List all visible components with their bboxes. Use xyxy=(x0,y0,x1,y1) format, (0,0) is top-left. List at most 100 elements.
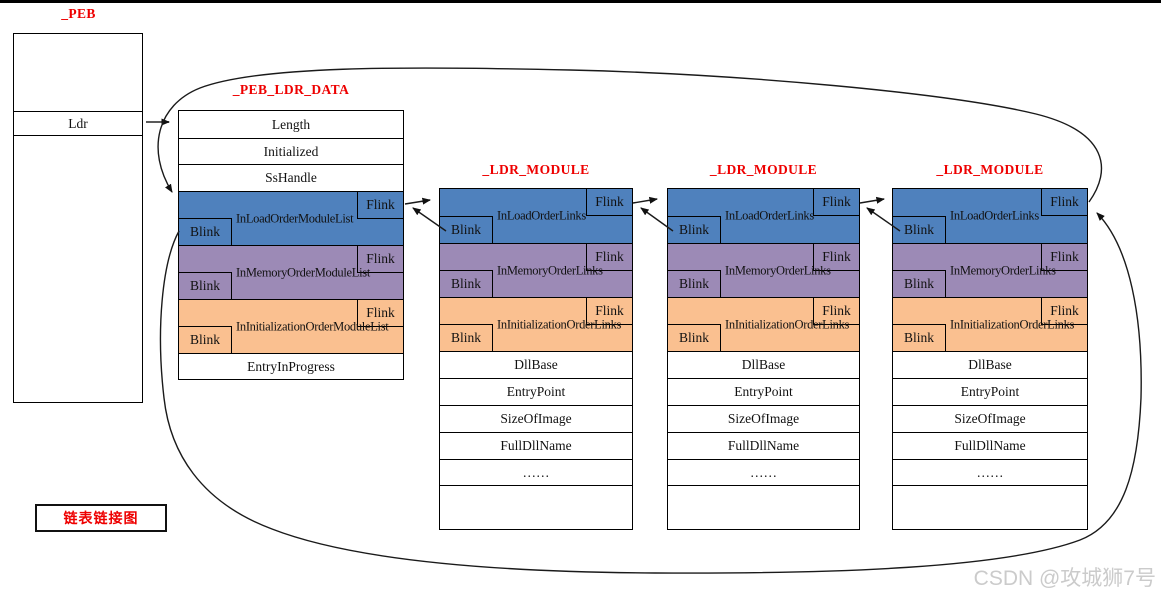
blink-cell: Blink xyxy=(440,270,493,297)
blink-label: Blink xyxy=(903,330,934,345)
section-label: InMemoryOrderLinks xyxy=(950,263,1056,277)
blink-label: Blink xyxy=(678,330,709,345)
field-label: …… xyxy=(750,464,777,480)
field-row-initialized: Initialized xyxy=(179,138,403,164)
in-initialization-order-links-section: Flink Blink InInitializationOrderLinks xyxy=(668,297,859,351)
section-label: InInitializationOrderLinks xyxy=(725,317,850,331)
field-row-entrypoint: EntryPoint xyxy=(440,378,632,405)
blink-cell: Blink xyxy=(440,216,493,243)
in-memory-order-links-section: Flink Blink InMemoryOrderLinks xyxy=(893,243,1087,297)
field-row-empty xyxy=(668,485,859,529)
field-row-empty xyxy=(893,485,1087,529)
head-flink-to-module1-arrow xyxy=(404,197,431,205)
field-row-entryinprogress: EntryInProgress xyxy=(179,353,403,379)
blink-label: Blink xyxy=(450,330,481,345)
field-label: EntryInProgress xyxy=(247,358,335,374)
field-row-fulldllname: FullDllName xyxy=(893,432,1087,459)
section-label: InMemoryOrderLinks xyxy=(497,263,603,277)
field-row-sizeofimage: SizeOfImage xyxy=(668,405,859,432)
in-initialization-order-links-section: Flink Blink InInitializationOrderLinks xyxy=(440,297,632,351)
ldr-module-2-title: _LDR_MODULE xyxy=(709,162,818,177)
blink-cell: Blink xyxy=(893,216,946,243)
field-label: EntryPoint xyxy=(506,384,566,399)
in-load-order-links-section: Flink Blink InLoadOrderLinks xyxy=(668,189,859,243)
watermark: CSDN @攻城狮7号 xyxy=(973,567,1156,590)
field-label: FullDllName xyxy=(954,438,1026,453)
ldr-module-1-struct: Flink Blink InLoadOrderLinks Flink Blink… xyxy=(439,188,633,530)
blink-cell: Blink xyxy=(668,324,721,351)
blink-label: Blink xyxy=(450,276,481,291)
field-row-sizeofimage: SizeOfImage xyxy=(893,405,1087,432)
field-label: DllBase xyxy=(741,357,786,372)
blink-label: Blink xyxy=(903,222,934,237)
section-label: InLoadOrderLinks xyxy=(725,208,814,223)
blink-cell: Blink xyxy=(179,272,232,299)
field-label: Length xyxy=(271,116,311,132)
field-label: DllBase xyxy=(968,357,1012,372)
field-row-dllbase: DllBase xyxy=(668,351,859,378)
peb-ldr-field-label: Ldr xyxy=(68,115,88,131)
flink-cell: Flink xyxy=(357,192,403,219)
blink-cell: Blink xyxy=(893,324,946,351)
blink-cell: Blink xyxy=(179,326,232,353)
section-label: InLoadOrderLinks xyxy=(497,208,586,223)
field-label: FullDllName xyxy=(500,438,572,453)
field-label: …… xyxy=(522,464,550,480)
ldr-module-1-title: _LDR_MODULE xyxy=(482,162,590,177)
in-load-order-module-list-section: Flink Blink InLoadOrderModuleList xyxy=(179,191,403,245)
field-label: EntryPoint xyxy=(960,384,1020,399)
blink-label: Blink xyxy=(678,222,709,237)
section-label: InLoadOrderLinks xyxy=(950,208,1039,223)
peb-ldr-field: Ldr xyxy=(14,111,142,136)
section-label: InInitializationOrderModuleList xyxy=(236,319,389,333)
section-label: InInitializationOrderLinks xyxy=(950,317,1075,331)
ldr-module-3-title: _LDR_MODULE xyxy=(936,162,1044,177)
field-row-empty xyxy=(440,485,632,529)
field-row-length: Length xyxy=(179,111,403,138)
field-label: EntryPoint xyxy=(734,384,793,399)
peb-struct: Ldr xyxy=(13,33,143,403)
module2-flink-to-module3-arrow xyxy=(859,196,885,204)
in-initialization-order-links-section: Flink Blink InInitializationOrderLinks xyxy=(893,297,1087,351)
in-load-order-links-section: Flink Blink InLoadOrderLinks xyxy=(440,189,632,243)
flink-label: Flink xyxy=(366,197,395,212)
peb-ldr-data-struct: Length Initialized SsHandle Flink Blink … xyxy=(178,110,404,380)
in-initialization-order-module-list-section: Flink Blink InInitializationOrderModuleL… xyxy=(179,299,403,353)
section-label: InMemoryOrderModuleList xyxy=(236,265,371,279)
ldr-module-2-struct: Flink Blink InLoadOrderLinks Flink Blink… xyxy=(667,188,860,530)
blink-label: Blink xyxy=(189,224,220,239)
blink-cell: Blink xyxy=(668,216,721,243)
ldr-module-3-struct: Flink Blink InLoadOrderLinks Flink Blink… xyxy=(892,188,1088,530)
field-row-dllbase: DllBase xyxy=(440,351,632,378)
flink-label: Flink xyxy=(1050,194,1079,209)
field-row-ellipsis: …… xyxy=(668,459,859,485)
blink-label: Blink xyxy=(189,278,220,293)
peb-ldr-data-title: _PEB_LDR_DATA xyxy=(232,82,350,97)
blink-cell: Blink xyxy=(668,270,721,297)
flink-cell: Flink xyxy=(586,189,632,216)
blink-label: Blink xyxy=(189,332,220,347)
section-label: InMemoryOrderLinks xyxy=(725,263,831,277)
blink-label: Blink xyxy=(903,276,934,291)
field-row-dllbase: DllBase xyxy=(893,351,1087,378)
blink-cell: Blink xyxy=(893,270,946,297)
field-label: …… xyxy=(976,464,1004,480)
section-label: InLoadOrderModuleList xyxy=(236,211,354,225)
field-row-sizeofimage: SizeOfImage xyxy=(440,405,632,432)
flink-label: Flink xyxy=(822,194,851,209)
in-memory-order-links-section: Flink Blink InMemoryOrderLinks xyxy=(668,243,859,297)
in-memory-order-module-list-section: Flink Blink InMemoryOrderModuleList xyxy=(179,245,403,299)
field-row-sshandle: SsHandle xyxy=(179,164,403,191)
flink-cell: Flink xyxy=(1041,189,1087,216)
field-row-fulldllname: FullDllName xyxy=(440,432,632,459)
legend-box: 链表链接图 xyxy=(35,504,167,532)
field-label: SizeOfImage xyxy=(954,411,1026,426)
flink-label: Flink xyxy=(366,251,395,266)
field-label: Initialized xyxy=(263,143,319,159)
flink-cell: Flink xyxy=(813,189,859,216)
blink-cell: Blink xyxy=(179,218,232,245)
top-border-line xyxy=(0,0,1161,3)
in-load-order-links-section: Flink Blink InLoadOrderLinks xyxy=(893,189,1087,243)
legend-label: 链表链接图 xyxy=(63,510,139,526)
